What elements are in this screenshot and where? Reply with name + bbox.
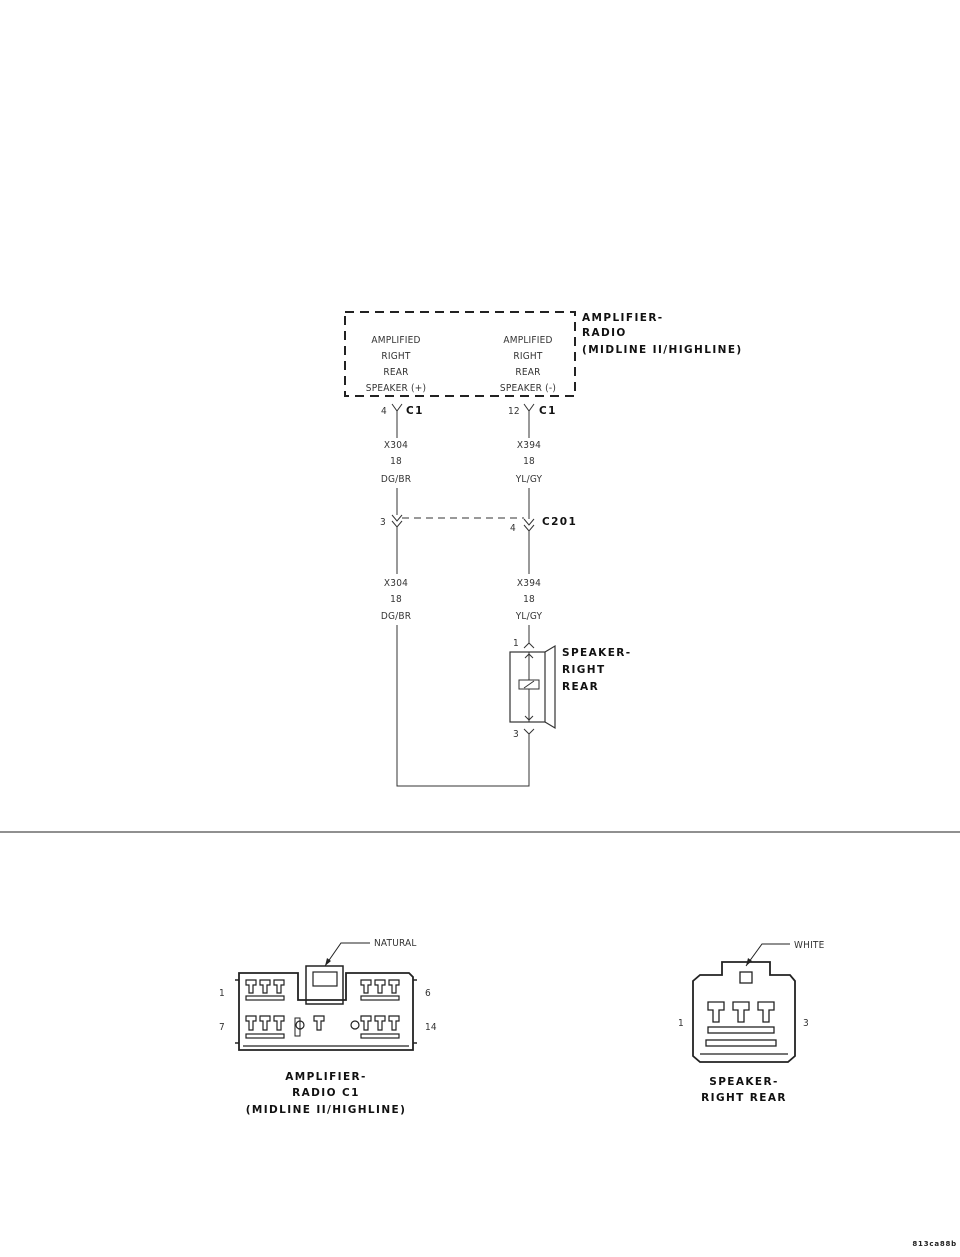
amp-color-label: NATURAL (374, 938, 417, 949)
amplifier-radio-c1-connector-face (235, 965, 417, 1051)
speaker-conn-pin-left: 1 (678, 1018, 684, 1029)
module-name-line-2: RADIO (582, 327, 627, 339)
speaker-name-line-3: REAR (562, 681, 599, 693)
c1-left-label: C1 (406, 405, 424, 417)
speaker-conn-pin-right: 3 (803, 1018, 809, 1029)
speaker-color-label: WHITE (794, 940, 825, 951)
figure-id: 813ca88b (912, 1240, 957, 1248)
speaker-color-leader (745, 943, 790, 967)
c1-right-pin: 12 (508, 406, 520, 417)
speaker-name-line-2: RIGHT (562, 664, 606, 676)
left-upper-wire-gauge: 18 (390, 456, 402, 467)
circuit-wires (396, 417, 530, 787)
right-circuit-line-4: SPEAKER (-) (500, 383, 556, 394)
speaker-pin-1-symbol (523, 638, 535, 649)
amp-color-leader (324, 942, 370, 967)
right-lower-wire-gauge: 18 (523, 594, 535, 605)
amp-caption-line-2: RADIO C1 (292, 1087, 360, 1099)
right-lower-wire-color: YL/GY (515, 611, 543, 622)
speaker-pin-3-symbol (523, 728, 535, 740)
speaker-caption-line-1: SPEAKER- (709, 1076, 779, 1088)
speaker-pin-top: 1 (513, 638, 519, 649)
speaker-right-rear-connector-face (692, 961, 796, 1063)
right-upper-wire-gauge: 18 (523, 456, 535, 467)
amplifier-radio-module-box (344, 311, 576, 397)
c201-right-pin: 4 (510, 523, 516, 534)
left-circuit-line-3: REAR (383, 367, 408, 378)
right-lower-wire-circuit: X394 (517, 578, 541, 589)
left-lower-wire-circuit: X304 (384, 578, 408, 589)
left-circuit-line-2: RIGHT (381, 351, 410, 362)
right-upper-wire-circuit: X394 (517, 440, 541, 451)
amp-caption-line-1: AMPLIFIER- (285, 1071, 367, 1083)
amp-pin-bottom-right: 14 (425, 1022, 437, 1033)
left-circuit-line-1: AMPLIFIED (371, 335, 420, 346)
left-circuit-line-4: SPEAKER (+) (366, 383, 426, 394)
amp-caption-line-3: (MIDLINE II/HIGHLINE) (246, 1104, 407, 1116)
right-circuit-line-1: AMPLIFIED (503, 335, 552, 346)
left-lower-wire-gauge: 18 (390, 594, 402, 605)
c201-left-pin: 3 (380, 517, 386, 528)
module-name-line-1: AMPLIFIER- (582, 312, 664, 324)
right-circuit-line-3: REAR (515, 367, 540, 378)
amp-pin-bottom-left: 7 (219, 1022, 225, 1033)
c1-right-label: C1 (539, 405, 557, 417)
left-lower-wire-color: DG/BR (381, 611, 411, 622)
c1-left-connector-symbol (391, 403, 403, 417)
c1-right-connector-symbol (523, 403, 535, 417)
right-upper-wire-color: YL/GY (515, 474, 543, 485)
speaker-caption-line-2: RIGHT REAR (701, 1092, 787, 1104)
speaker-symbol (509, 644, 556, 730)
amp-pin-top-right: 6 (425, 988, 431, 999)
left-upper-wire-color: DG/BR (381, 474, 411, 485)
c1-left-pin: 4 (381, 406, 387, 417)
module-name-line-3: (MIDLINE II/HIGHLINE) (582, 344, 743, 356)
c201-label: C201 (542, 516, 577, 528)
speaker-pin-bottom: 3 (513, 729, 519, 740)
right-circuit-line-2: RIGHT (513, 351, 542, 362)
amp-pin-top-left: 1 (219, 988, 225, 999)
left-upper-wire-circuit: X304 (384, 440, 408, 451)
speaker-name-line-1: SPEAKER- (562, 647, 632, 659)
